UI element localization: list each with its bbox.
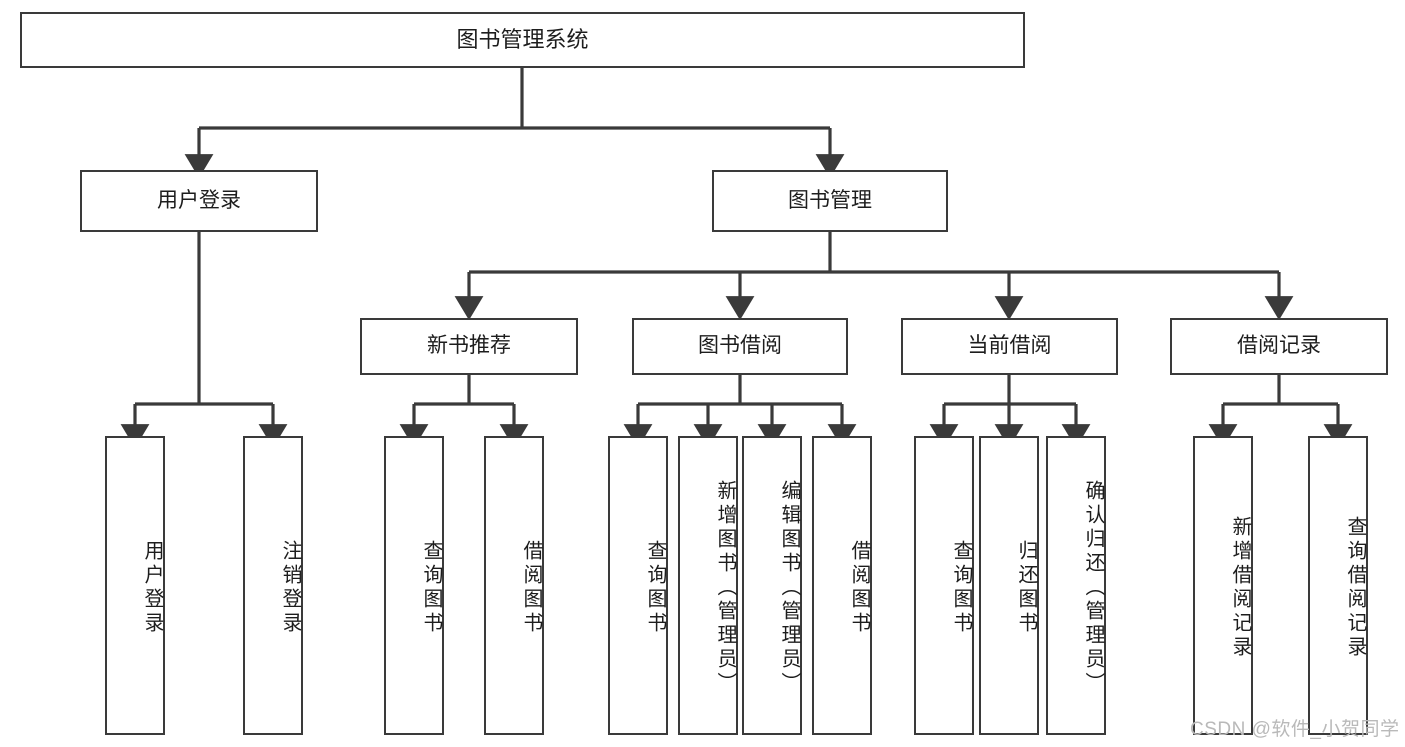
leaf-borrow-edit-book[interactable]: 编辑图书（管理员） bbox=[742, 436, 802, 735]
leaf-new-book-query[interactable]: 查询图书 bbox=[384, 436, 444, 735]
node-user-login[interactable]: 用户登录 bbox=[80, 170, 318, 232]
leaf-user-login-login[interactable]: 用户登录 bbox=[105, 436, 165, 735]
node-book-borrow[interactable]: 图书借阅 bbox=[632, 318, 848, 375]
leaf-record-add-record[interactable]: 新增借阅记录 bbox=[1193, 436, 1253, 735]
leaf-current-query-book[interactable]: 查询图书 bbox=[914, 436, 974, 735]
leaf-record-query-record[interactable]: 查询借阅记录 bbox=[1308, 436, 1368, 735]
node-new-book-recommend[interactable]: 新书推荐 bbox=[360, 318, 578, 375]
leaf-current-return-book[interactable]: 归还图书 bbox=[979, 436, 1039, 735]
node-borrow-record[interactable]: 借阅记录 bbox=[1170, 318, 1388, 375]
leaf-user-login-logout[interactable]: 注销登录 bbox=[243, 436, 303, 735]
leaf-current-confirm-return[interactable]: 确认归还（管理员） bbox=[1046, 436, 1106, 735]
node-root-system[interactable]: 图书管理系统 bbox=[20, 12, 1025, 68]
csdn-watermark: CSDN @软件_小贺同学 bbox=[1190, 719, 1400, 740]
leaf-new-book-borrow[interactable]: 借阅图书 bbox=[484, 436, 544, 735]
node-current-borrow[interactable]: 当前借阅 bbox=[901, 318, 1118, 375]
leaf-borrow-query-book[interactable]: 查询图书 bbox=[608, 436, 668, 735]
leaf-borrow-add-book[interactable]: 新增图书（管理员） bbox=[678, 436, 738, 735]
leaf-borrow-borrow-book[interactable]: 借阅图书 bbox=[812, 436, 872, 735]
node-book-management[interactable]: 图书管理 bbox=[712, 170, 948, 232]
